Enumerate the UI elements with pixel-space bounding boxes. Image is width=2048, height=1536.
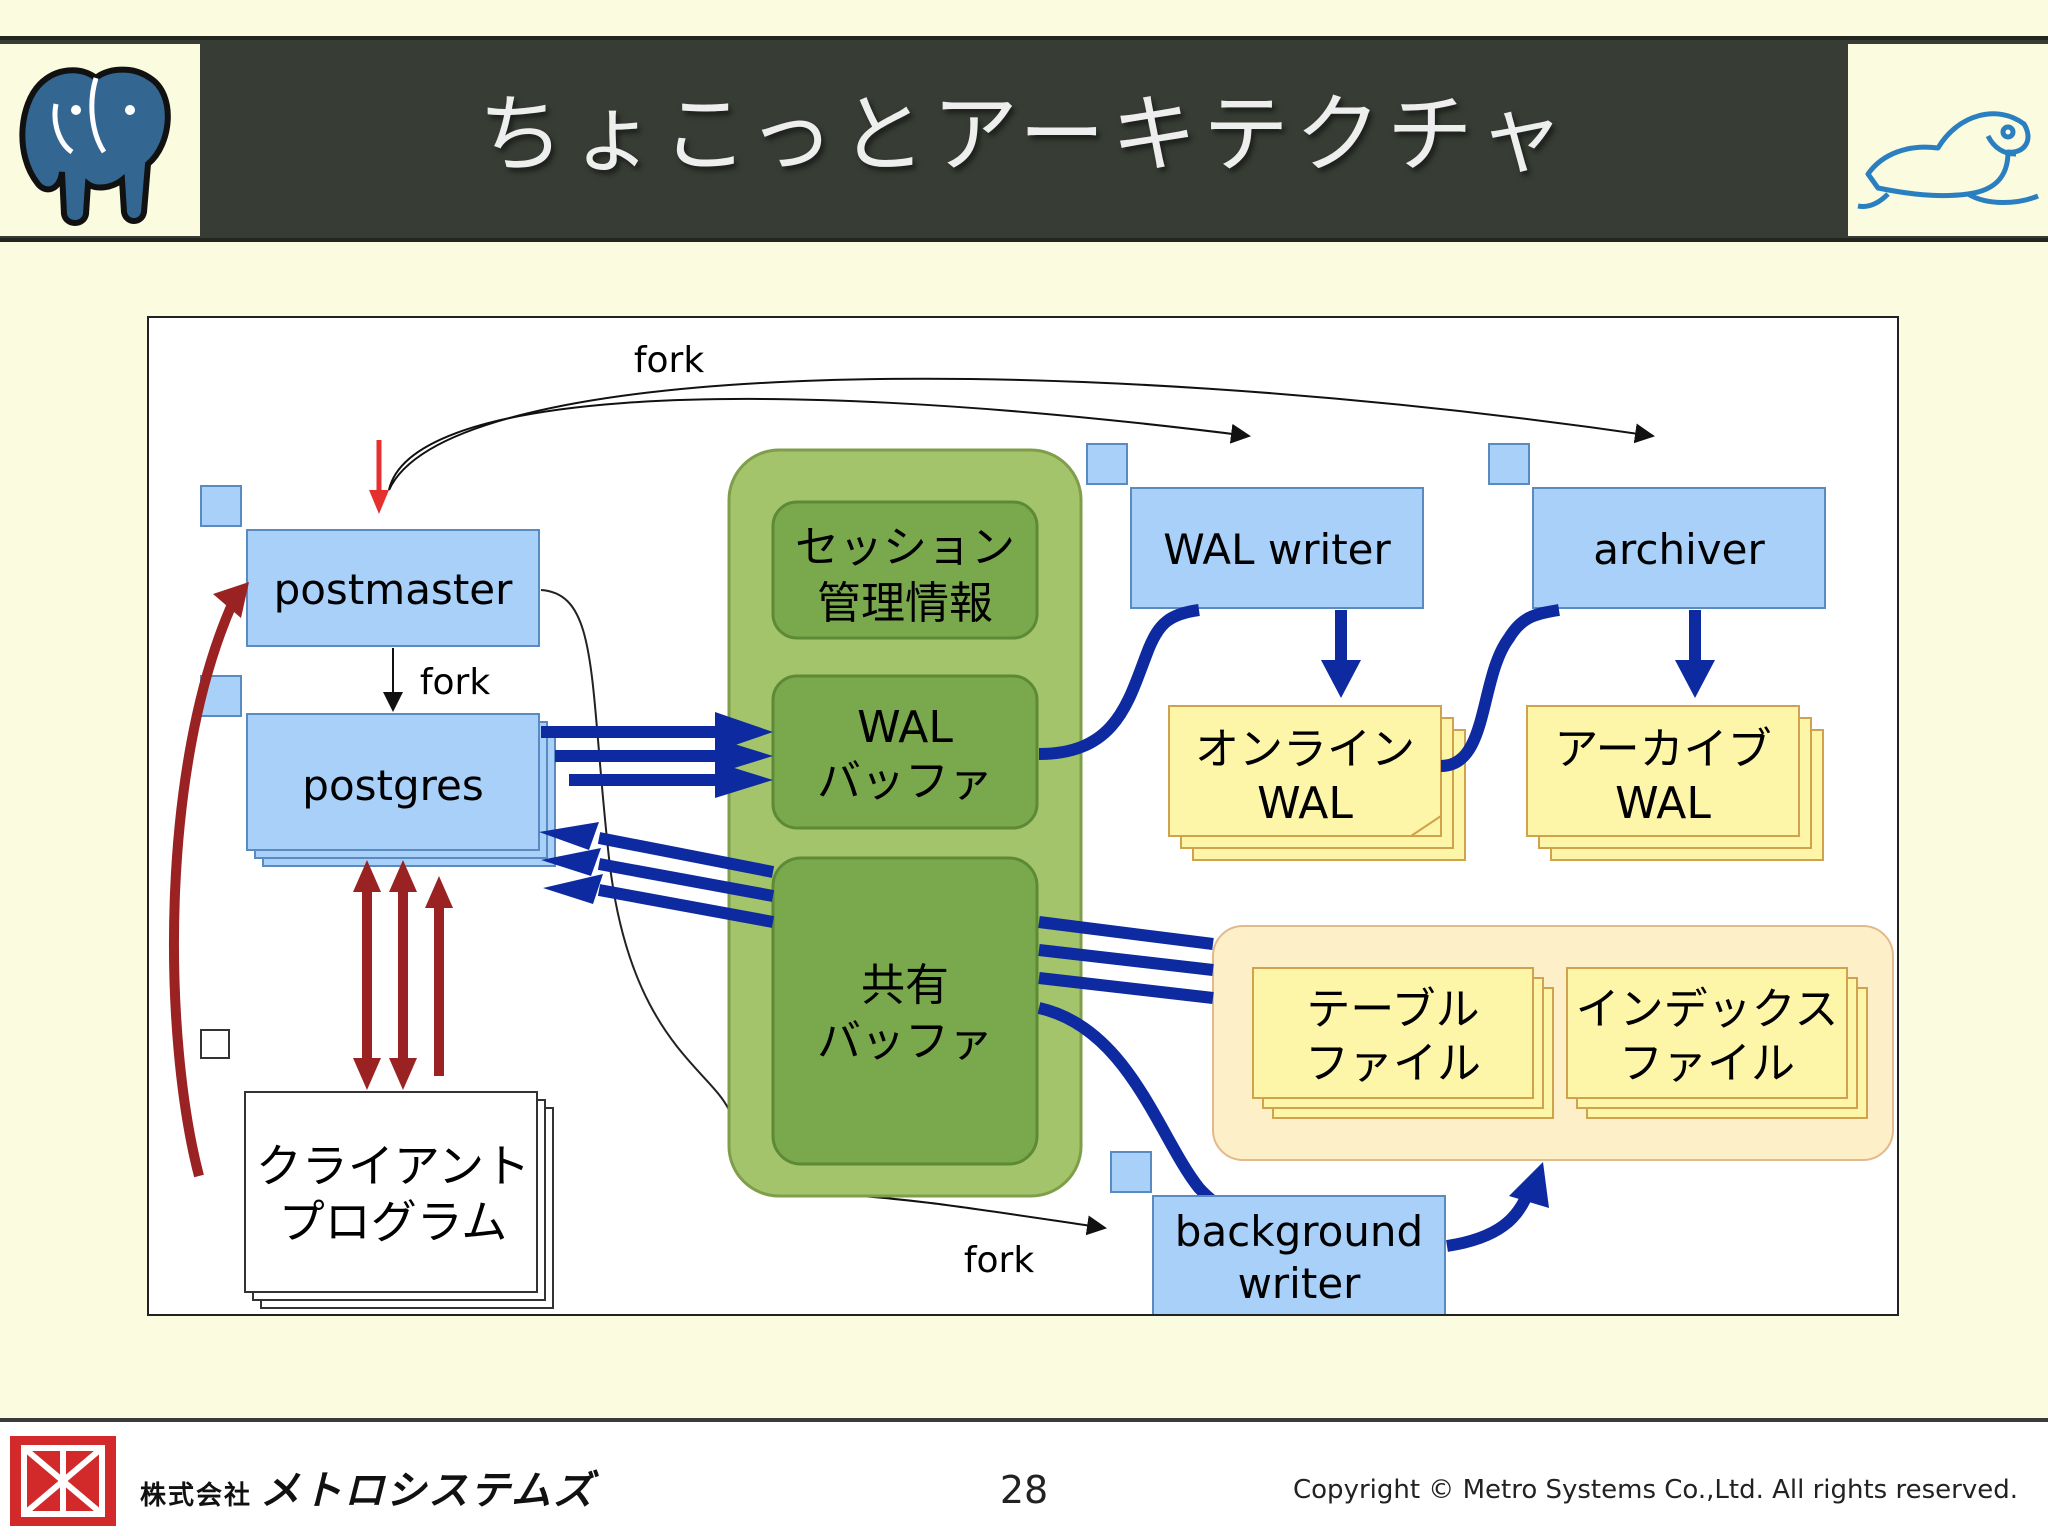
slony-elephant-logo-icon [1857, 111, 2039, 209]
background-writer-box [1152, 1195, 1446, 1314]
client-label-2: プログラム [279, 1195, 508, 1249]
archive-wal-label-1: アーカイブ [1554, 724, 1771, 775]
bgwriter-label-2: writer [1238, 1259, 1362, 1308]
postgres-label: postgres [302, 761, 483, 810]
archiver-label: archiver [1593, 525, 1765, 574]
table-file-label-1: テーブル [1306, 984, 1479, 1035]
index-file-label-1: インデックス [1576, 984, 1839, 1035]
fork-arc-archiver [388, 377, 1655, 491]
archive-wal-files [1526, 705, 1824, 861]
architecture-diagram: fork postmaster fork postgres fork セッション… [147, 316, 1899, 1316]
session-label-1: セッション [795, 522, 1015, 573]
postgres-box [246, 713, 540, 851]
wal-writer-label: WAL writer [1163, 525, 1391, 574]
fork-arc-wal-writer [388, 397, 1251, 491]
copyright-notice: Copyright © Metro Systems Co.,Ltd. All r… [1293, 1475, 2018, 1505]
client-to-postmaster-arrow [168, 599, 238, 1178]
table-files [1252, 967, 1554, 1119]
bgwriter-label-1: background [1175, 1207, 1423, 1256]
postgresql-elephant-logo-icon [19, 66, 171, 226]
architecture-diagram-svg: fork postmaster fork postgres fork セッション… [168, 340, 1894, 1314]
company-name: 株式会社メトロシステムズ [140, 1458, 595, 1516]
session-label-2: 管理情報 [817, 578, 993, 629]
header-top-rule [0, 36, 2048, 40]
slide-header [0, 38, 2048, 240]
wal-buffer-box [771, 674, 1039, 830]
walbuf-label-2: バッファ [817, 756, 993, 807]
session-info-box [771, 500, 1039, 640]
index-files [1566, 967, 1868, 1119]
online-wal-files [1168, 705, 1466, 861]
bgwriter-to-datafiles-arrow [1446, 1187, 1535, 1252]
page-number: 28 [999, 1468, 1049, 1512]
sharedbuffer-to-postgres-arrows [539, 822, 775, 928]
metro-systems-logo-icon [10, 1436, 116, 1526]
onlinewal-to-archiver-flow [1440, 604, 1560, 772]
company-name-text: メトロシステムズ [260, 1468, 595, 1514]
postmaster-label: postmaster [274, 565, 514, 614]
fork-label-top: fork [634, 340, 705, 381]
company-prefix: 株式会社 [140, 1481, 253, 1511]
client-program-box [244, 1091, 538, 1293]
shared-label-1: 共有 [861, 960, 949, 1011]
wal-writer-box [1130, 487, 1424, 609]
archiver-box [1532, 487, 1826, 609]
table-file-label-2: ファイル [1305, 1038, 1481, 1089]
shared-label-2: バッファ [817, 1016, 993, 1067]
fork-label-bottom: fork [964, 1240, 1035, 1281]
footer [0, 1422, 2048, 1536]
header-bottom-rule [0, 238, 2048, 242]
client-postgres-arrows [353, 860, 453, 1090]
shared-buffer-box [771, 856, 1039, 1166]
postgresql-logo-panel [0, 44, 200, 236]
index-file-label-2: ファイル [1619, 1038, 1795, 1089]
slony-logo-panel [1848, 44, 2048, 236]
online-wal-label-2: WAL [1257, 778, 1353, 829]
online-wal-label-1: オンライン [1195, 724, 1415, 775]
postgres-to-walbuffer-arrows [541, 712, 773, 798]
archive-wal-label-2: WAL [1615, 778, 1711, 829]
postmaster-box [246, 529, 540, 647]
sharedbuffer-to-datafiles-lines [1038, 916, 1214, 1004]
client-label-1: クライアント [256, 1139, 530, 1193]
walbuf-label-1: WAL [857, 702, 953, 753]
walbuffer-to-walwriter-flow [1038, 604, 1200, 760]
slide-title: ちょこっとアーキテクチャ [478, 85, 1570, 185]
fork-label-mid: fork [420, 662, 491, 703]
footer-rule [0, 1418, 2048, 1422]
